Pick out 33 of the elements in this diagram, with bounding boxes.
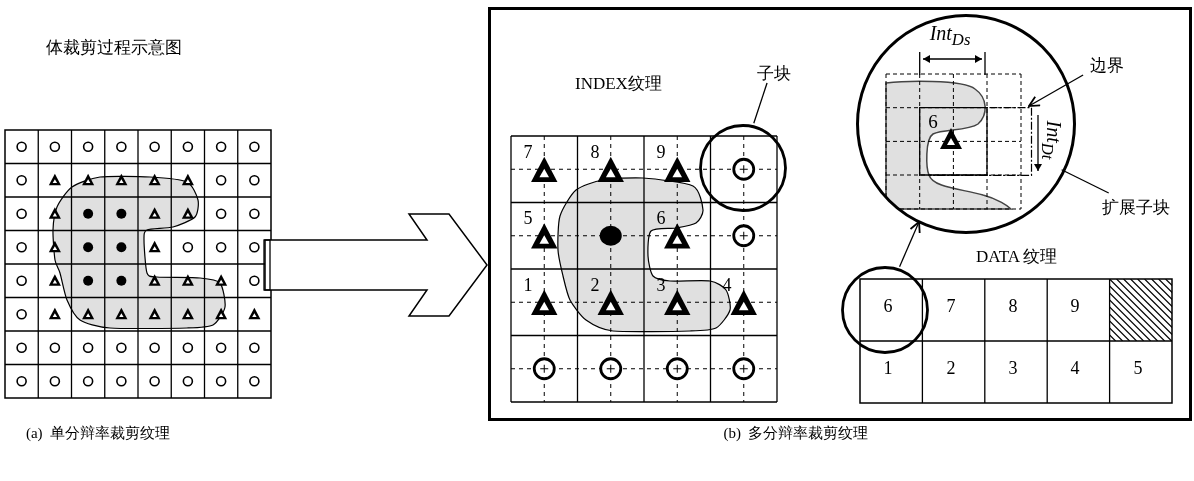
grid-number: 5 bbox=[523, 209, 533, 229]
cell-number: 1 bbox=[883, 359, 893, 379]
arrow bbox=[898, 220, 921, 268]
grid-number: 7 bbox=[523, 143, 533, 163]
leader-line bbox=[753, 82, 768, 124]
leader-line bbox=[1060, 169, 1110, 194]
cell-number: 8 bbox=[1008, 297, 1018, 317]
callout-text: 子块 bbox=[748, 62, 800, 86]
grid-number: 3 bbox=[656, 276, 666, 296]
figure-caption: (a) 单分辩率裁剪纹理 bbox=[25, 424, 171, 442]
callout-text: 边界 bbox=[1079, 54, 1135, 78]
cell-number: 2 bbox=[946, 359, 956, 379]
panel-frame bbox=[488, 7, 1192, 421]
grid-number: 8 bbox=[590, 143, 600, 163]
grid-number: 2 bbox=[590, 276, 600, 296]
block-number: 6 bbox=[928, 111, 938, 133]
cell-number: 5 bbox=[1133, 359, 1143, 379]
cell-number: 7 bbox=[946, 297, 956, 317]
cell-number: 6 bbox=[883, 297, 893, 317]
figure-title: 体裁剪过程示意图 bbox=[46, 39, 182, 58]
cell-number: 4 bbox=[1070, 359, 1080, 379]
cell-number: 9 bbox=[1070, 297, 1080, 317]
texture-heading: INDEX纹理 bbox=[575, 75, 662, 94]
block-arrow bbox=[264, 213, 488, 317]
grid-number: 1 bbox=[523, 276, 533, 296]
grid-number: 4 bbox=[722, 276, 732, 296]
callout-text: 扩展子块 bbox=[1084, 196, 1188, 220]
texture-heading: DATA 纹理 bbox=[976, 248, 1058, 267]
grid-number: 9 bbox=[656, 143, 666, 163]
cell-number: 3 bbox=[1008, 359, 1018, 379]
dimension-label: Int$_{Ds}$ bbox=[929, 22, 971, 50]
grid-number: 6 bbox=[656, 209, 666, 229]
figure-caption: (b) 多分辩率裁剪纹理 bbox=[723, 424, 869, 442]
